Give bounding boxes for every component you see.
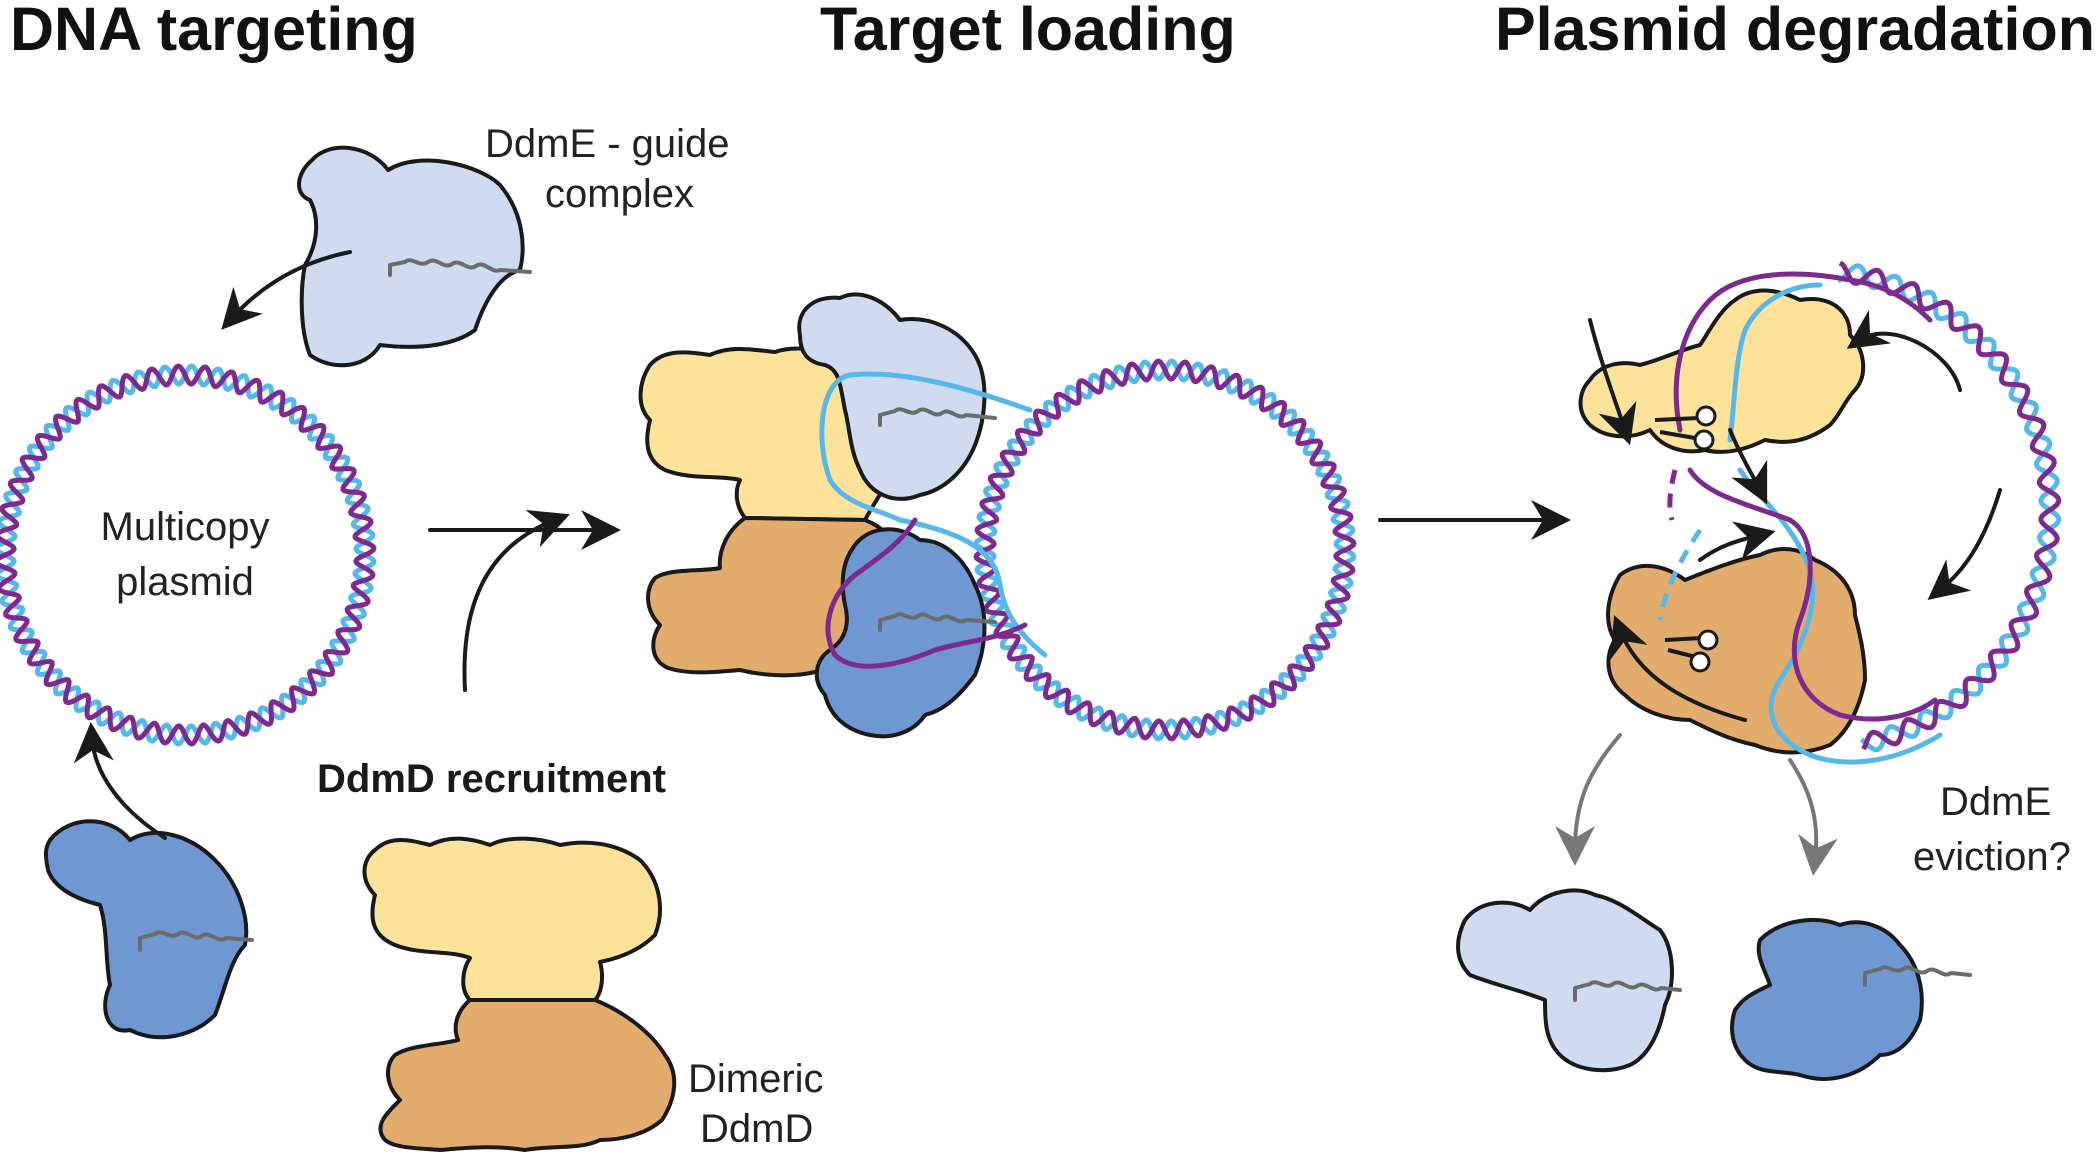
heading-dna-targeting: DNA targeting: [10, 0, 418, 63]
guide-rna-dark: [878, 612, 997, 632]
plasmid-degradation-panel: DdmE eviction?: [1456, 260, 2071, 1081]
translocation-arrow-4: [1728, 428, 1768, 505]
cleaved-strand-purple: [1667, 469, 1678, 521]
guide-rna-light: [878, 407, 997, 427]
target-loading-panel: [638, 292, 1357, 742]
plasmid-label-line1: Multicopy: [101, 505, 270, 549]
heading-target-loading: Target loading: [820, 0, 1236, 63]
dimer-label-line2: DdmD: [700, 1107, 813, 1151]
degrading-strand-cyan-b: [1737, 467, 1943, 765]
ddmd-degrading-lower: [1606, 547, 1867, 755]
eviction-label-line2: eviction?: [1913, 835, 2071, 879]
evicted-ddme-dark: [1730, 918, 1972, 1081]
dimer-label-line1: Dimeric: [688, 1057, 824, 1101]
degrading-helix-cyan: [1837, 263, 2062, 753]
target-plasmid-loop: [973, 358, 1357, 742]
cleaved-strand-cyan: [1657, 528, 1703, 621]
dna-targeting-panel: Multicopy plasmid DdmE - guide complex: [0, 122, 730, 1040]
dna-strand-purple-unwound: [825, 517, 1028, 669]
dimeric-ddmd: [362, 836, 677, 1152]
recruitment-arrow-curved: [462, 509, 570, 692]
dna-strand-cyan: [973, 358, 1357, 742]
plasmid-label-line2: plasmid: [116, 560, 254, 604]
dna-strand-cyan-unwound: [819, 371, 1048, 658]
nuclease-active-sites: [1654, 405, 1719, 673]
eviction-arrow-right: [1788, 758, 1838, 876]
binding-arrow-lower: [73, 722, 167, 840]
evicted-ddme-light: [1456, 888, 1682, 1073]
degrading-strand-purple-a: [1673, 271, 1933, 433]
ddme-loaded-light: [797, 292, 987, 501]
dna-strand-purple: [0, 363, 377, 747]
heading-plasmid-degradation: Plasmid degradation: [1495, 0, 2095, 63]
translocation-arrow-3: [1927, 488, 2002, 600]
recruitment-label: DdmD recruitment: [317, 757, 666, 801]
degrading-strand-purple-b: [1687, 467, 1938, 722]
ddme-loaded-dark: [814, 527, 987, 739]
guide-complex-label-line1: DdmE - guide: [485, 122, 730, 166]
translocation-arrow-5: [1698, 521, 1776, 562]
degrading-helix-purple: [1838, 260, 2062, 751]
multicopy-plasmid: [0, 363, 377, 747]
ddmd-recruitment: DdmD recruitment Dimeric DdmD: [317, 509, 824, 1152]
degrading-plasmid-strands: [1837, 260, 2062, 753]
ddme-guide-complex-light: [297, 145, 532, 368]
guide-complex-label-line2: complex: [545, 172, 694, 216]
eviction-arrow-left: [1555, 733, 1622, 866]
translocation-arrow-1: [1588, 318, 1637, 446]
eviction-label-line1: DdmE: [1940, 780, 2051, 824]
translocation-arrow-2: [1846, 310, 1962, 392]
dna-strand-purple: [973, 358, 1357, 742]
binding-arrow-upper: [221, 250, 352, 330]
ddme-guide-complex-dark: [43, 819, 254, 1040]
degrading-strand-cyan-a: [1727, 282, 1823, 443]
translocation-arrow-6: [1610, 615, 1747, 722]
